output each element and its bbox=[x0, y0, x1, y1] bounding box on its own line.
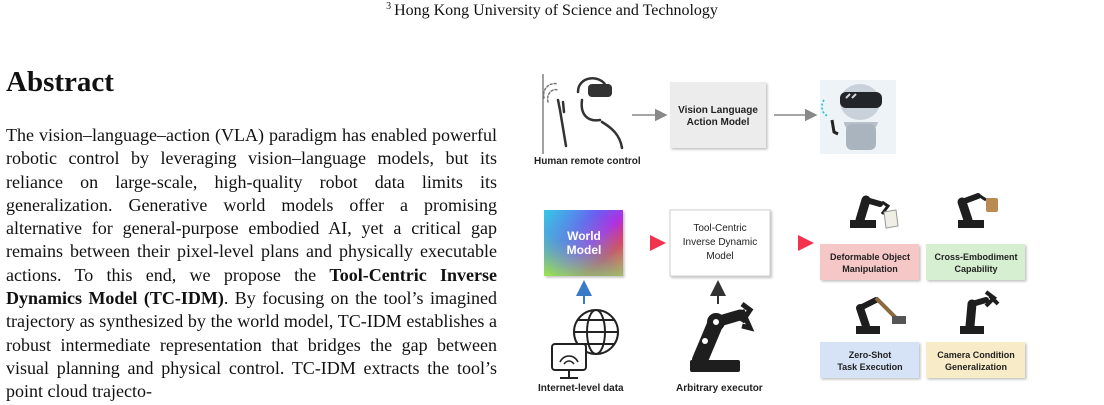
capability-cross-embodiment: Cross-Embodiment Capability bbox=[926, 244, 1025, 280]
zero-shot-robot-icon bbox=[856, 296, 906, 334]
capability-deformable-line2: Manipulation bbox=[842, 264, 898, 274]
affiliation-text: Hong Kong University of Science and Tech… bbox=[394, 2, 718, 19]
abstract-body: The vision–language–action (VLA) paradig… bbox=[6, 124, 497, 404]
executor-label: Arbitrary executor bbox=[676, 383, 763, 394]
capability-camera-line2: Generalization bbox=[945, 362, 1007, 372]
capability-deformable-line1: Deformable Object bbox=[830, 252, 910, 262]
vla-model-box bbox=[670, 82, 766, 148]
capability-zero-shot-line2: Task Execution bbox=[837, 362, 902, 372]
human-control-label: Human remote control bbox=[534, 156, 641, 167]
capability-deformable: Deformable Object Manipulation bbox=[820, 244, 919, 280]
deformable-robot-icon bbox=[850, 195, 899, 229]
vr-human-icon bbox=[542, 77, 624, 150]
tc-idm-line1: Tool-Centric bbox=[693, 223, 746, 234]
capability-camera-box bbox=[926, 342, 1025, 378]
world-model-line1: World bbox=[567, 229, 601, 243]
overview-figure: Human remote control Vision Language Act… bbox=[520, 60, 1104, 405]
tc-idm-line2: Inverse Dynamic bbox=[683, 237, 757, 248]
affiliation-mark: 3 bbox=[386, 1, 392, 12]
cross-embodiment-robot-icon bbox=[957, 193, 998, 228]
internet-data-icon bbox=[551, 309, 619, 379]
world-model-line2: Model bbox=[567, 243, 602, 257]
camera-condition-robot-icon bbox=[960, 290, 1000, 334]
capability-camera-line1: Camera Condition bbox=[937, 350, 1015, 360]
capability-cross-embodiment-box bbox=[926, 244, 1025, 280]
abstract-text-before: The vision–language–action (VLA) paradig… bbox=[6, 125, 497, 285]
capability-camera: Camera Condition Generalization bbox=[926, 342, 1025, 378]
capability-zero-shot-line1: Zero-Shot bbox=[849, 350, 892, 360]
tc-idm-line3: Model bbox=[706, 251, 733, 262]
overview-diagram: Human remote control Vision Language Act… bbox=[534, 74, 1025, 394]
internet-data-label: Internet-level data bbox=[538, 383, 624, 394]
method-name: Tool-Centric Inverse Dynamics Model (TC-… bbox=[6, 264, 497, 309]
world-model-glow bbox=[544, 210, 623, 276]
vla-label-line2: Action Model bbox=[687, 117, 750, 128]
capability-deformable-box bbox=[820, 244, 919, 280]
capability-cross-embodiment-line1: Cross-Embodiment bbox=[934, 252, 1017, 262]
abstract-text-after: . By focusing on the tool’s imagined tra… bbox=[6, 288, 497, 402]
robot-arm-executor-icon bbox=[690, 302, 755, 372]
capability-cross-embodiment-line2: Capability bbox=[954, 264, 997, 274]
capability-zero-shot-box bbox=[820, 342, 919, 378]
vla-label-line1: Vision Language bbox=[678, 105, 758, 116]
capability-zero-shot: Zero-Shot Task Execution bbox=[820, 342, 919, 378]
abstract-heading: Abstract bbox=[6, 66, 114, 98]
robot-head-icon bbox=[820, 80, 896, 154]
tc-idm-box bbox=[669, 209, 771, 277]
